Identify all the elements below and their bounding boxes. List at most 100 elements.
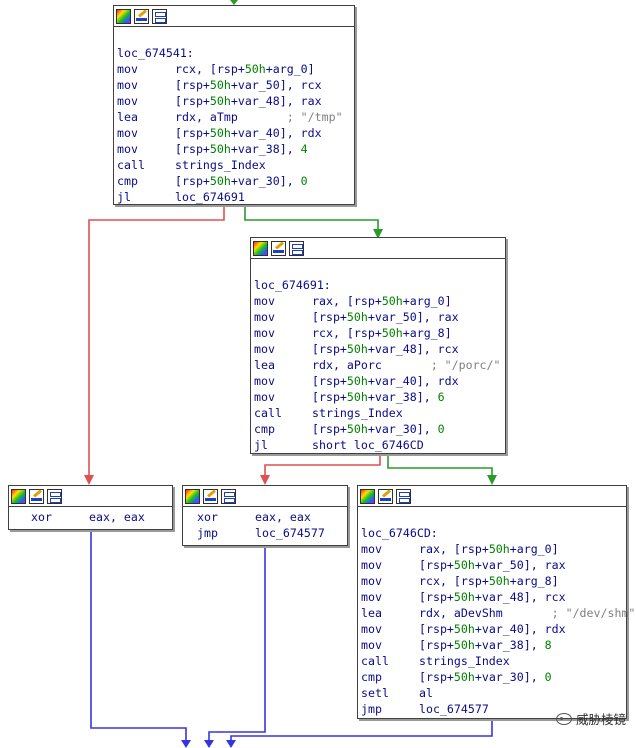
edge-b4-exit [208,546,266,742]
instruction-line[interactable]: cmp[rsp+50h+var_30], 0 [117,173,350,189]
operands: short loc_6746CD [312,438,424,452]
block-label[interactable]: loc_674691: [254,278,331,292]
node-colors-icon[interactable] [253,240,268,256]
mnemonic: call [361,654,389,668]
mnemonic: mov [254,326,275,340]
operands: rdx, aTmp [175,110,238,124]
block-toolbar [251,238,505,259]
rename-icon[interactable] [134,8,149,24]
mnemonic: jmp [361,702,382,716]
instruction-line[interactable]: mov[rsp+50h+var_40], rdx [254,373,501,389]
instruction-line[interactable]: mov[rsp+50h+var_38], 8 [361,637,622,653]
mnemonic: call [254,406,282,420]
graph-overview-icon[interactable] [289,240,304,256]
operands: [rsp+50h+var_38], 6 [312,390,445,404]
rename-icon[interactable] [203,488,218,504]
mnemonic: mov [361,542,382,556]
edge-b1-b3 [88,205,225,478]
block-toolbar [358,486,626,507]
graph-overview-icon[interactable] [221,488,236,504]
rename-icon[interactable] [29,488,44,504]
mnemonic: mov [254,310,275,324]
instruction-line[interactable]: jmp loc_674577 [197,525,343,541]
instruction-line[interactable]: mov[rsp+50h+var_48], rax [117,93,350,109]
instruction-line[interactable]: mov[rsp+50h+var_50], rcx [117,77,350,93]
instruction-line[interactable]: cmp[rsp+50h+var_30], 0 [254,421,501,437]
operands: rcx, [rsp+50h+arg_8] [419,574,559,588]
block-label[interactable]: loc_6746CD: [361,526,438,540]
instruction-line[interactable]: call strings_Index [361,653,622,669]
arrowhead-b1-b3 [84,475,94,485]
mnemonic: mov [361,574,382,588]
instruction-line[interactable]: call strings_Index [117,157,350,173]
block-toolbar [183,486,347,507]
instruction-line[interactable]: cmp[rsp+50h+var_30], 0 [361,669,622,685]
node-colors-icon[interactable] [185,488,200,504]
instruction-line[interactable]: mov[rsp+50h+var_40], rdx [117,125,350,141]
mnemonic: jmp [197,526,218,540]
operands: strings_Index [175,158,266,172]
instruction-line[interactable]: mov[rsp+50h+var_48], rcx [254,341,501,357]
rename-icon[interactable] [271,240,286,256]
mnemonic: mov [254,294,275,308]
operands: [rsp+50h+var_50], rax [312,310,459,324]
arrowhead-b2-b5 [487,475,497,485]
mnemonic: lea [254,358,275,372]
instruction-line[interactable]: mov[rsp+50h+var_40], rdx [361,621,622,637]
instruction-line[interactable]: jmp loc_674577 [361,701,622,717]
edge-b2-b5 [387,454,493,478]
graph-overview-icon[interactable] [152,8,167,24]
block-label[interactable]: loc_674541: [117,46,194,60]
node-colors-icon[interactable] [116,8,131,24]
instruction-line[interactable]: jl short loc_6746CD [254,437,501,453]
instruction-line[interactable]: mov[rsp+50h+var_38], 4 [117,141,350,157]
node-colors-icon[interactable] [11,488,26,504]
instruction-line[interactable]: mov rax, [rsp+50h+arg_0] [254,293,501,309]
operands: rdx, aPorc [312,358,382,372]
operands: rax, [rsp+50h+arg_0] [312,294,452,308]
instruction-line[interactable]: mov [rsp+50h+var_50], rax [361,557,622,573]
block-toolbar [9,486,172,507]
rename-icon[interactable] [378,488,393,504]
mnemonic: call [117,158,145,172]
mnemonic: jl [254,438,268,452]
instruction-line[interactable]: mov[rsp+50h+var_48], rcx [361,589,622,605]
mnemonic: mov [361,622,382,636]
operands: [rsp+50h+var_50], rax [419,558,566,572]
operands: loc_674577 [255,526,325,540]
operands: [rsp+50h+var_48], rax [175,94,322,108]
graph-overview-icon[interactable] [396,488,411,504]
graph-overview-icon[interactable] [47,488,62,504]
mnemonic: mov [361,558,382,572]
node-colors-icon[interactable] [360,488,375,504]
arrowhead-b2-b4 [260,475,270,485]
instruction-line[interactable]: mov [rsp+50h+var_38], 6 [254,389,501,405]
operands: eax, eax [89,510,145,524]
mnemonic: lea [361,606,382,620]
operands: loc_674577 [419,702,489,716]
instruction-line[interactable]: mov rcx, [rsp+50h+arg_8] [361,573,622,589]
instruction-line[interactable]: mov [rsp+50h+var_50], rax [254,309,501,325]
mnemonic: mov [361,638,382,652]
operands: strings_Index [419,654,510,668]
mnemonic: mov [254,390,275,404]
